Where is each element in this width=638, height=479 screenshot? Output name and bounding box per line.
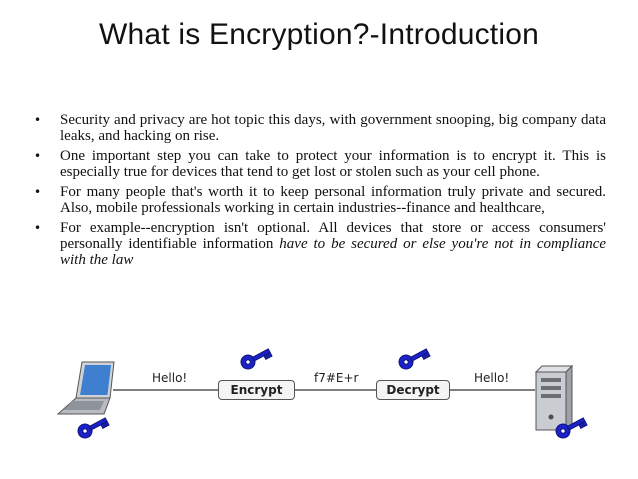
bullet-item: • For example--encryption isn't optional…: [34, 220, 606, 268]
server-icon: [534, 364, 574, 432]
key-icon: [77, 417, 110, 439]
bullet-list: • Security and privacy are hot topic thi…: [34, 112, 606, 272]
bullet-marker: •: [34, 185, 42, 199]
laptop-icon: [56, 361, 115, 415]
bullet-marker: •: [34, 113, 42, 127]
bullet-text: For many people that's worth it to keep …: [60, 184, 606, 216]
ciphertext-label: f7#E+r: [314, 371, 359, 385]
bullet-item: • For many people that's worth it to kee…: [34, 184, 606, 216]
plaintext-left-label: Hello!: [152, 371, 188, 385]
key-icon: [398, 348, 431, 370]
bullet-item: • One important step you can take to pro…: [34, 148, 606, 180]
bullet-text: Security and privacy are hot topic this …: [60, 112, 606, 144]
decrypt-box: Decrypt: [376, 380, 450, 400]
bullet-text: One important step you can take to prote…: [60, 148, 606, 180]
encryption-diagram: Hello! Encrypt f7#E+r Decrypt Hello!: [0, 340, 638, 479]
key-icon: [555, 417, 588, 439]
key-icon: [240, 348, 273, 370]
diagram-graphics: [56, 348, 588, 439]
slide-title: What is Encryption?-Introduction: [99, 18, 539, 51]
bullet-text: For example--encryption isn't optional. …: [60, 220, 606, 252]
plaintext-right-label: Hello!: [474, 371, 510, 385]
bullet-marker: •: [34, 149, 42, 163]
bullet-text-italic: have to be secured or else you're not in…: [60, 236, 607, 268]
bullet-marker: •: [34, 221, 42, 235]
bullet-item: • Security and privacy are hot topic thi…: [34, 112, 606, 144]
encrypt-box: Encrypt: [218, 380, 295, 400]
